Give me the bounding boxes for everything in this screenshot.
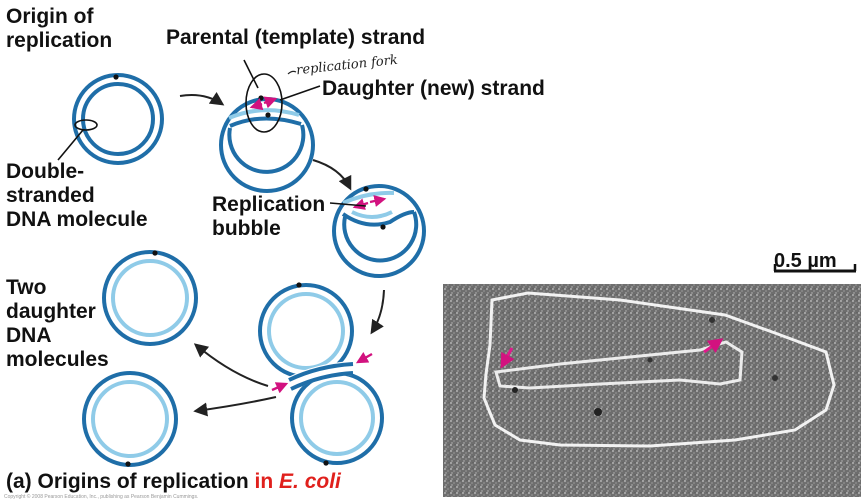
arrow-step-3 (370, 289, 385, 335)
parental-pointer (243, 59, 259, 89)
dna-circle-marker (74, 119, 98, 131)
fork-circle-marker (245, 73, 283, 133)
origin-label: Origin of replication (6, 5, 113, 52)
scale-bar-label: 0.5 µm (774, 250, 837, 272)
daughter-molecule-2 (82, 371, 178, 467)
plasmid-separating (258, 282, 384, 466)
bubble-pointer (329, 202, 367, 207)
daughter-pointer (279, 85, 321, 101)
two-daughter-label: Two daughter DNA molecules (6, 276, 109, 371)
arrow-step-1 (179, 91, 225, 106)
daughter-molecule-1 (102, 250, 198, 346)
arrow-to-daughter-2 (193, 396, 277, 417)
scale-bar (773, 264, 857, 273)
plasmid-bubble (332, 184, 426, 278)
copyright-note: Copyright © 2008 Pearson Education, Inc.… (4, 494, 199, 500)
arrow-step-2 (312, 159, 352, 191)
double-stranded-label: Double- stranded DNA molecule (6, 160, 148, 231)
electron-micrograph (443, 284, 861, 497)
plasmid-fork (219, 73, 315, 193)
figure-caption: (a) Origins of replication in E. coli (6, 470, 341, 493)
replication-bubble-label: Replication bubble (212, 193, 326, 240)
plasmid-start (72, 73, 164, 165)
daughter-strand-label: Daughter (new) strand (322, 77, 545, 100)
origin-dot (113, 74, 119, 80)
arrow-to-daughter-1 (193, 343, 269, 387)
double-strand-pointer (57, 129, 84, 161)
parental-strand-label: Parental (template) strand (166, 26, 426, 49)
